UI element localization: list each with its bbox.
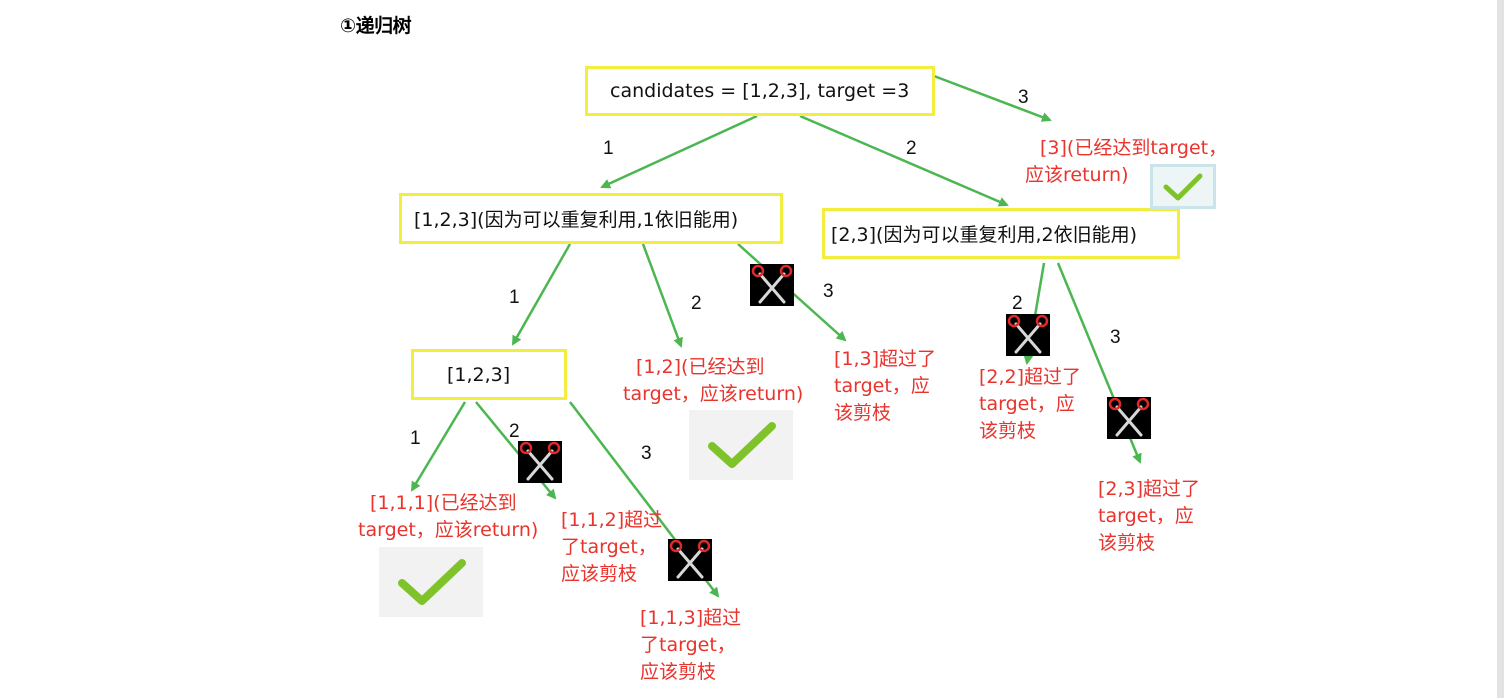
result-1-2: [1,2](已经达到 target，应该return) bbox=[623, 354, 803, 408]
check-icon bbox=[1150, 164, 1216, 209]
edge-label-n11-1: 1 bbox=[410, 428, 421, 449]
edge-label-n1-1: 1 bbox=[509, 287, 520, 308]
result-3-line-2: 应该return) bbox=[1025, 164, 1129, 186]
result-1-2-line-2: target，应该return) bbox=[623, 383, 804, 405]
node-2-label: [2,3](因为可以重复利用,2依旧能用) bbox=[831, 224, 1137, 246]
result-2-2: [2,2]超过了 target，应 该剪枝 bbox=[979, 364, 1081, 445]
scissors-icon bbox=[750, 264, 794, 306]
scissors-icon bbox=[518, 441, 562, 483]
result-2-2-line-3: 该剪枝 bbox=[979, 420, 1037, 442]
root-node: candidates = [1,2,3], target =3 bbox=[585, 66, 935, 116]
check-icon bbox=[689, 410, 793, 480]
result-1-3-line-3: 该剪枝 bbox=[834, 402, 892, 424]
edge-label-n11-3: 3 bbox=[641, 443, 652, 464]
edge-label-n1-2: 2 bbox=[691, 293, 702, 314]
result-1-1-2-line-1: [1,1,2]超过 bbox=[561, 509, 663, 531]
result-2-2-line-1: [2,2]超过了 bbox=[979, 366, 1082, 388]
result-1-3-line-1: [1,3]超过了 bbox=[834, 348, 937, 370]
edge-label-root-3: 3 bbox=[1018, 87, 1029, 108]
edge-root-1 bbox=[600, 114, 758, 189]
diagram-title: ①递归树 bbox=[340, 15, 412, 37]
result-1-1-2-line-2: 了target， bbox=[561, 536, 657, 558]
result-1-1-1: [1,1,1](已经达到 target，应该return) bbox=[358, 490, 538, 544]
result-1-1-3: [1,1,3]超过 了target， 应该剪枝 bbox=[640, 605, 741, 686]
result-1-1-3-line-3: 应该剪枝 bbox=[640, 661, 717, 683]
scissors-icon bbox=[668, 539, 712, 581]
result-1-3: [1,3]超过了 target，应 该剪枝 bbox=[834, 346, 936, 427]
result-1-1-2: [1,1,2]超过 了target， 应该剪枝 bbox=[561, 507, 662, 588]
result-2-2-line-2: target，应 bbox=[979, 393, 1075, 415]
result-2-3-line-2: target，应 bbox=[1098, 505, 1194, 527]
edge-label-n11-2: 2 bbox=[509, 421, 520, 442]
result-1-1-3-line-2: 了target， bbox=[640, 634, 736, 656]
scissors-icon bbox=[1006, 314, 1050, 356]
edge-n11-1 bbox=[410, 401, 467, 492]
edge-label-n2-2: 2 bbox=[1012, 293, 1023, 314]
result-3: [3](已经达到target， 应该return) bbox=[1025, 135, 1228, 189]
node-2: [2,3](因为可以重复利用,2依旧能用) bbox=[822, 208, 1180, 259]
result-2-3-line-1: [2,3]超过了 bbox=[1098, 478, 1201, 500]
node-1: [1,2,3](因为可以重复利用,1依旧能用) bbox=[399, 193, 783, 244]
edge-n1-1 bbox=[511, 243, 572, 346]
edge-n1-2 bbox=[641, 243, 683, 348]
result-1-2-line-1: [1,2](已经达到 bbox=[636, 356, 765, 378]
node-1-1-label: [1,2,3] bbox=[447, 363, 511, 386]
edge-label-root-2: 2 bbox=[906, 138, 917, 159]
edge-label-n1-3: 3 bbox=[823, 281, 834, 302]
result-3-line-1: [3](已经达到target， bbox=[1040, 137, 1228, 159]
window-edge bbox=[1497, 0, 1504, 698]
result-2-3: [2,3]超过了 target，应 该剪枝 bbox=[1098, 476, 1200, 557]
edge-label-root-1: 1 bbox=[603, 138, 614, 159]
result-1-3-line-2: target，应 bbox=[834, 375, 930, 397]
scissors-icon bbox=[1107, 397, 1151, 439]
check-icon bbox=[379, 547, 483, 617]
node-1-label: [1,2,3](因为可以重复利用,1依旧能用) bbox=[414, 209, 739, 231]
result-1-1-2-line-3: 应该剪枝 bbox=[561, 563, 638, 585]
result-1-1-3-line-1: [1,1,3]超过 bbox=[640, 607, 742, 629]
edge-label-n2-3: 3 bbox=[1110, 327, 1121, 348]
result-1-1-1-line-1: [1,1,1](已经达到 bbox=[370, 492, 517, 514]
result-2-3-line-3: 该剪枝 bbox=[1098, 532, 1156, 554]
root-node-label: candidates = [1,2,3], target =3 bbox=[610, 80, 910, 102]
edge-root-2 bbox=[799, 114, 1009, 207]
result-1-1-1-line-2: target，应该return) bbox=[358, 519, 539, 541]
edge-root-3 bbox=[933, 74, 1052, 122]
node-1-1: [1,2,3] bbox=[411, 349, 567, 400]
